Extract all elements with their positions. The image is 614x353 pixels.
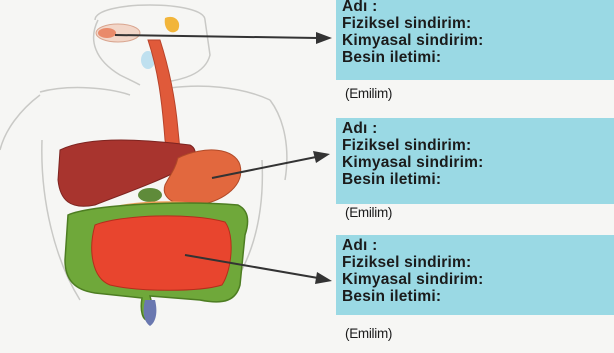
name-field-label: Adı :	[342, 237, 614, 254]
gallbladder	[138, 188, 162, 202]
physical-digestion-label: Fiziksel sindirim:	[342, 254, 614, 271]
absorption-note: (Emilim)	[345, 86, 392, 101]
absorption-note: (Emilim)	[345, 326, 392, 341]
chemical-digestion-label: Kimyasal sindirim:	[342, 271, 614, 288]
arrow-stomach-head	[313, 151, 330, 163]
arrow-mouth	[115, 35, 318, 38]
label-box-mouth: Adı : Fiziksel sindirim: Kimyasal sindir…	[336, 0, 614, 80]
physical-digestion-label: Fiziksel sindirim:	[342, 137, 614, 154]
physical-digestion-label: Fiziksel sindirim:	[342, 15, 614, 32]
name-field-label: Adı :	[342, 0, 614, 15]
label-box-stomach: Adı : Fiziksel sindirim: Kimyasal sindir…	[336, 118, 614, 204]
small-intestine	[92, 216, 231, 290]
food-transport-label: Besin iletimi:	[342, 49, 614, 66]
food-transport-label: Besin iletimi:	[342, 288, 614, 305]
label-box-small-intestine: Adı : Fiziksel sindirim: Kimyasal sindir…	[336, 235, 614, 315]
absorption-note: (Emilim)	[345, 205, 392, 220]
chemical-digestion-label: Kimyasal sindirim:	[342, 154, 614, 171]
arrow-intestine-head	[315, 272, 332, 284]
chemical-digestion-label: Kimyasal sindirim:	[342, 32, 614, 49]
arrow-mouth-head	[316, 32, 332, 44]
rectum	[144, 300, 157, 326]
food-transport-label: Besin iletimi:	[342, 171, 614, 188]
name-field-label: Adı :	[342, 120, 614, 137]
